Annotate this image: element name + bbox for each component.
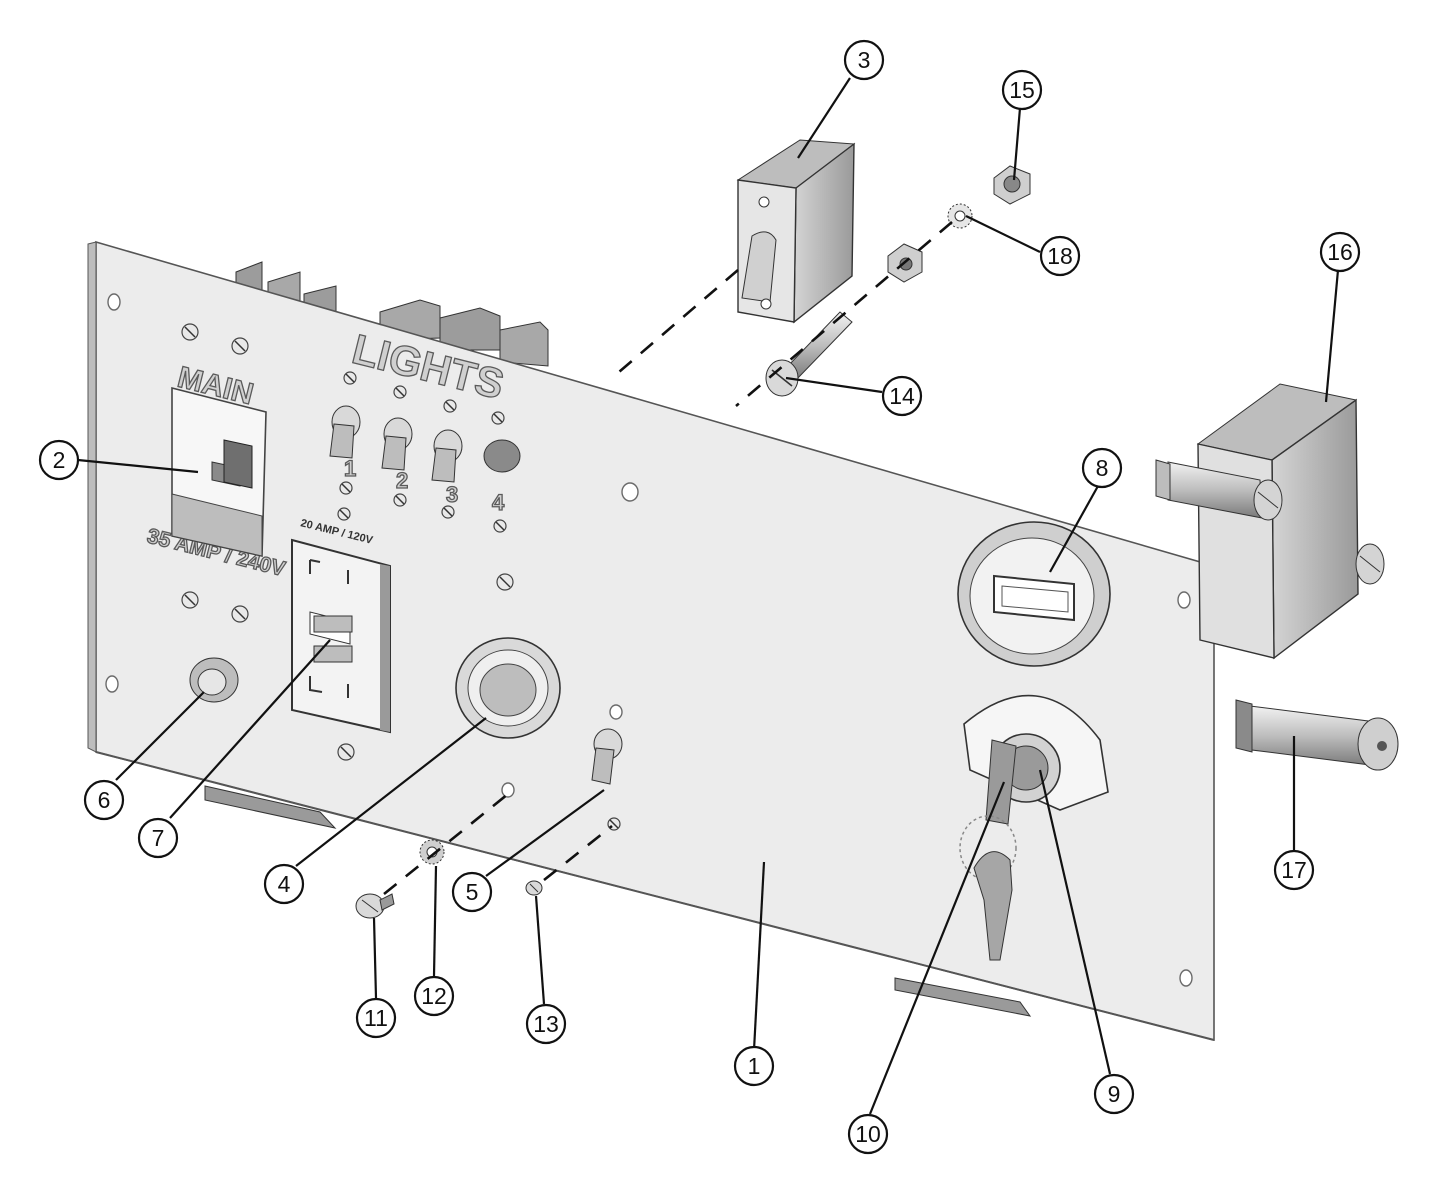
switch-number-2: 2 xyxy=(396,468,408,493)
circuit-breaker-exploded xyxy=(736,139,856,324)
svg-text:4: 4 xyxy=(278,871,291,897)
callout-7: 7 xyxy=(137,817,179,859)
svg-text:8: 8 xyxy=(1096,455,1109,481)
svg-text:14: 14 xyxy=(889,383,915,409)
loose-fasteners xyxy=(355,839,543,919)
hour-meter xyxy=(957,521,1111,667)
leader-lines xyxy=(77,77,1340,1115)
callout-5: 5 xyxy=(451,871,493,913)
relay-box xyxy=(1155,383,1385,660)
callout-9: 9 xyxy=(1093,1073,1135,1115)
ignition-key xyxy=(959,739,1017,961)
svg-text:3: 3 xyxy=(858,47,871,73)
assembly-lines xyxy=(383,221,953,896)
callout-8: 8 xyxy=(1081,447,1123,489)
light-switches xyxy=(329,405,521,483)
svg-text:11: 11 xyxy=(364,1005,388,1031)
gfci-outlet xyxy=(291,538,391,734)
switch-number-1: 1 xyxy=(344,456,356,481)
callout-3: 3 xyxy=(843,39,885,81)
callout-18: 18 xyxy=(1039,235,1081,277)
svg-text:12: 12 xyxy=(421,983,447,1009)
svg-text:18: 18 xyxy=(1047,243,1073,269)
callout-6: 6 xyxy=(83,779,125,821)
bolt-and-nuts xyxy=(765,165,1031,397)
switch-number-3: 3 xyxy=(446,482,458,507)
svg-text:15: 15 xyxy=(1009,77,1035,103)
callout-11: 11 xyxy=(355,997,397,1039)
small-toggle-switch xyxy=(591,728,623,785)
callout-16: 16 xyxy=(1319,231,1361,273)
grommet xyxy=(455,637,561,739)
fuse-holder xyxy=(1235,699,1399,771)
callout-1: 1 xyxy=(733,1045,775,1087)
svg-text:2: 2 xyxy=(53,447,66,473)
callout-13: 13 xyxy=(525,1003,567,1045)
blank-switch-plug xyxy=(483,439,521,473)
svg-text:9: 9 xyxy=(1108,1081,1121,1107)
svg-text:7: 7 xyxy=(152,825,165,851)
svg-text:16: 16 xyxy=(1327,239,1353,265)
svg-text:17: 17 xyxy=(1281,857,1307,883)
svg-text:10: 10 xyxy=(855,1121,881,1147)
callout-17: 17 xyxy=(1273,849,1315,891)
svg-text:13: 13 xyxy=(533,1011,559,1037)
control-panel-plate xyxy=(87,240,1215,1042)
svg-text:5: 5 xyxy=(466,879,479,905)
switch-number-4: 4 xyxy=(492,490,505,515)
main-breaker xyxy=(171,386,267,557)
callout-14: 14 xyxy=(881,375,923,417)
svg-text:1: 1 xyxy=(748,1053,761,1079)
callout-10: 10 xyxy=(847,1113,889,1155)
callout-15: 15 xyxy=(1001,69,1043,111)
svg-text:6: 6 xyxy=(98,787,111,813)
panel-screws xyxy=(181,323,623,831)
callout-12: 12 xyxy=(413,975,455,1017)
callout-4: 4 xyxy=(263,863,305,905)
callout-2: 2 xyxy=(38,439,80,481)
indicator-lamp xyxy=(189,657,239,703)
